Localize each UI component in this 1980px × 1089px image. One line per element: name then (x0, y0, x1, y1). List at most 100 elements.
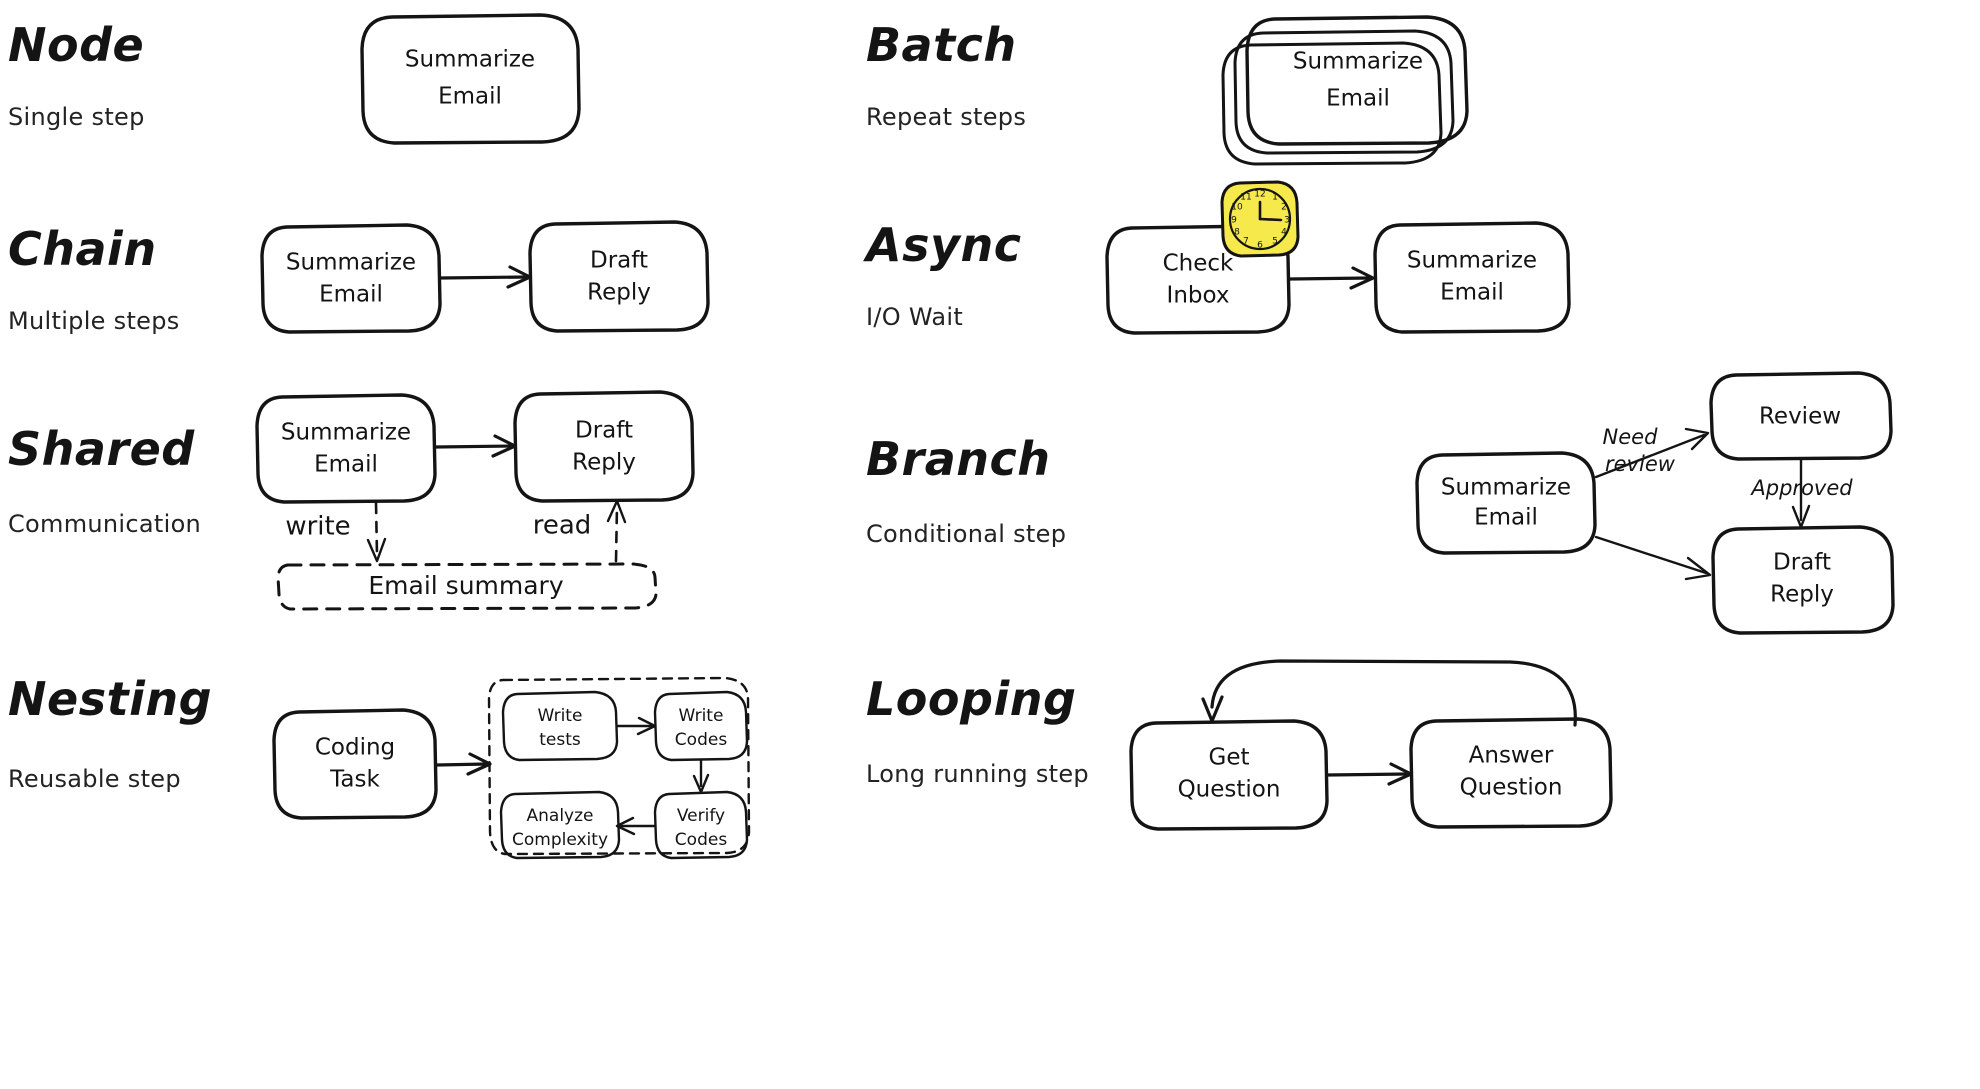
pattern-title-async: Async (866, 218, 1022, 272)
nesting-subflow-group (487, 676, 751, 856)
async-node1-line1: Check (1163, 251, 1234, 277)
shared-edge-read (614, 503, 619, 563)
looping-node2-line2: Question (1460, 775, 1563, 801)
looping-node2-line1: Answer (1469, 743, 1554, 769)
nesting-box-coding-task (272, 708, 438, 820)
shared-edge-main (434, 444, 514, 449)
shared-store-box (276, 562, 658, 611)
nesting-box-write-codes (653, 690, 749, 762)
nesting-node-line2: Task (329, 767, 380, 793)
pattern-title-shared: Shared (8, 422, 195, 476)
looping-box-answer-question (1409, 717, 1613, 829)
nesting-node-line1: Coding (315, 735, 395, 761)
looping-node1-line2: Question (1178, 777, 1281, 803)
clock-num-3: 3 (1284, 216, 1290, 226)
clock-num-1: 1 (1272, 193, 1278, 203)
nesting-sub1-line1: Write (538, 706, 583, 726)
pattern-graphic-branch: Summarize Email Need review Review Appro… (1415, 371, 1895, 635)
pattern-subtitle-batch: Repeat steps (866, 103, 1027, 131)
async-box-summarize-email (1373, 221, 1571, 334)
pattern-title-looping: Looping (866, 672, 1077, 726)
shared-node2-line2: Reply (572, 450, 636, 476)
nesting-sub3-line1: Verify (677, 806, 725, 826)
pattern-title-batch: Batch (866, 18, 1017, 72)
pattern-subtitle-shared: Communication (8, 510, 202, 538)
branch-box-draft-reply (1711, 525, 1895, 635)
node-label-line1: Summarize (405, 47, 535, 73)
clock-num-11: 11 (1240, 193, 1251, 203)
clock-icon: 12 1 2 3 4 5 6 7 8 9 10 11 (1220, 180, 1300, 258)
pattern-subtitle-chain: Multiple steps (8, 307, 180, 335)
clock-num-12: 12 (1254, 190, 1265, 200)
looping-edge-forward (1326, 772, 1410, 777)
branch-edge-need-review-arrowhead (1684, 427, 1710, 451)
clock-num-8: 8 (1234, 228, 1240, 238)
pattern-title-chain: Chain (8, 222, 157, 276)
nesting-edge-into-subflow (435, 762, 489, 767)
shared-node1-line1: Summarize (281, 420, 411, 446)
branch-node3-line2: Reply (1770, 582, 1834, 608)
branch-box-summarize-email (1415, 451, 1597, 555)
shared-edge-write-arrowhead (366, 537, 387, 563)
async-node2-line1: Summarize (1407, 248, 1537, 274)
clock-hand-minute (1258, 217, 1283, 222)
node-label-line2: Email (438, 84, 502, 110)
branch-box-review (1709, 371, 1893, 461)
batch-stack-card-middle (1233, 29, 1455, 155)
nesting-box-analyze-complexity (499, 790, 621, 860)
shared-store-label: Email summary (368, 571, 563, 600)
chain-box-summarize-email (260, 223, 442, 334)
clock-num-5: 5 (1272, 237, 1278, 247)
pattern-subtitle-nesting: Reusable step (8, 765, 181, 793)
clock-num-10: 10 (1231, 203, 1243, 213)
async-node2-line2: Email (1440, 280, 1504, 306)
chain-node2-line2: Reply (587, 280, 651, 306)
pattern-graphic-async: Check Inbox Summarize Email 12 1 2 3 4 5… (1105, 180, 1571, 335)
pattern-graphic-shared: Summarize Email Draft Reply write read E… (255, 390, 695, 611)
nesting-sub1-line2: tests (539, 730, 581, 750)
branch-node1-line1: Summarize (1441, 475, 1571, 501)
batch-node-label-line1: Summarize (1293, 49, 1423, 75)
pattern-graphic-chain: Summarize Email Draft Reply (260, 220, 710, 334)
shared-node2-line1: Draft (575, 418, 633, 444)
pattern-title-node: Node (8, 18, 145, 72)
batch-stack-card-back (1221, 41, 1443, 166)
batch-stack-card-front (1245, 15, 1469, 146)
chain-edge (439, 275, 529, 280)
async-edge-arrowhead (1349, 266, 1375, 290)
nesting-box-verify-codes (653, 790, 749, 860)
branch-edge-direct-arrowhead (1684, 556, 1712, 581)
chain-node1-line2: Email (319, 282, 383, 308)
clock-num-2: 2 (1281, 203, 1287, 213)
pattern-subtitle-async: I/O Wait (866, 303, 964, 331)
shared-node1-line2: Email (314, 452, 378, 478)
chain-box-draft-reply (528, 220, 710, 333)
looping-box-get-question (1129, 719, 1329, 831)
branch-edge-need-review-line2: review (1605, 452, 1676, 476)
branch-node3-line1: Draft (1773, 550, 1831, 576)
nesting-sub3-line2: Codes (675, 830, 728, 850)
looping-feedback-edge (1210, 659, 1577, 727)
async-edge (1288, 276, 1372, 281)
clock-num-4: 4 (1281, 228, 1287, 238)
shared-edge-read-label: read (533, 511, 592, 541)
chain-node2-line1: Draft (590, 248, 648, 274)
nesting-box-write-tests (501, 690, 619, 762)
shared-box-draft-reply (513, 390, 695, 503)
nesting-sub2-line2: Codes (675, 730, 728, 750)
nesting-sub4-line2: Complexity (512, 830, 608, 850)
pattern-subtitle-looping: Long running step (866, 760, 1089, 788)
pattern-title-nesting: Nesting (8, 672, 213, 726)
shared-edge-read-arrowhead (606, 499, 627, 524)
shared-box-summarize-email (255, 393, 437, 504)
branch-edge-direct (1594, 535, 1708, 575)
pattern-subtitle-node: Single step (8, 103, 145, 131)
pattern-graphic-batch: Summarize Email (1221, 15, 1469, 166)
pattern-subtitle-branch: Conditional step (866, 520, 1067, 548)
nesting-edge-verify-to-analyze-arrowhead (615, 816, 636, 836)
clock-num-9: 9 (1231, 216, 1237, 226)
branch-edge-need-review-line1: Need (1603, 425, 1659, 449)
chain-node1-line1: Summarize (286, 250, 416, 276)
async-node1-line2: Inbox (1167, 283, 1230, 309)
clock-num-6: 6 (1257, 241, 1263, 251)
